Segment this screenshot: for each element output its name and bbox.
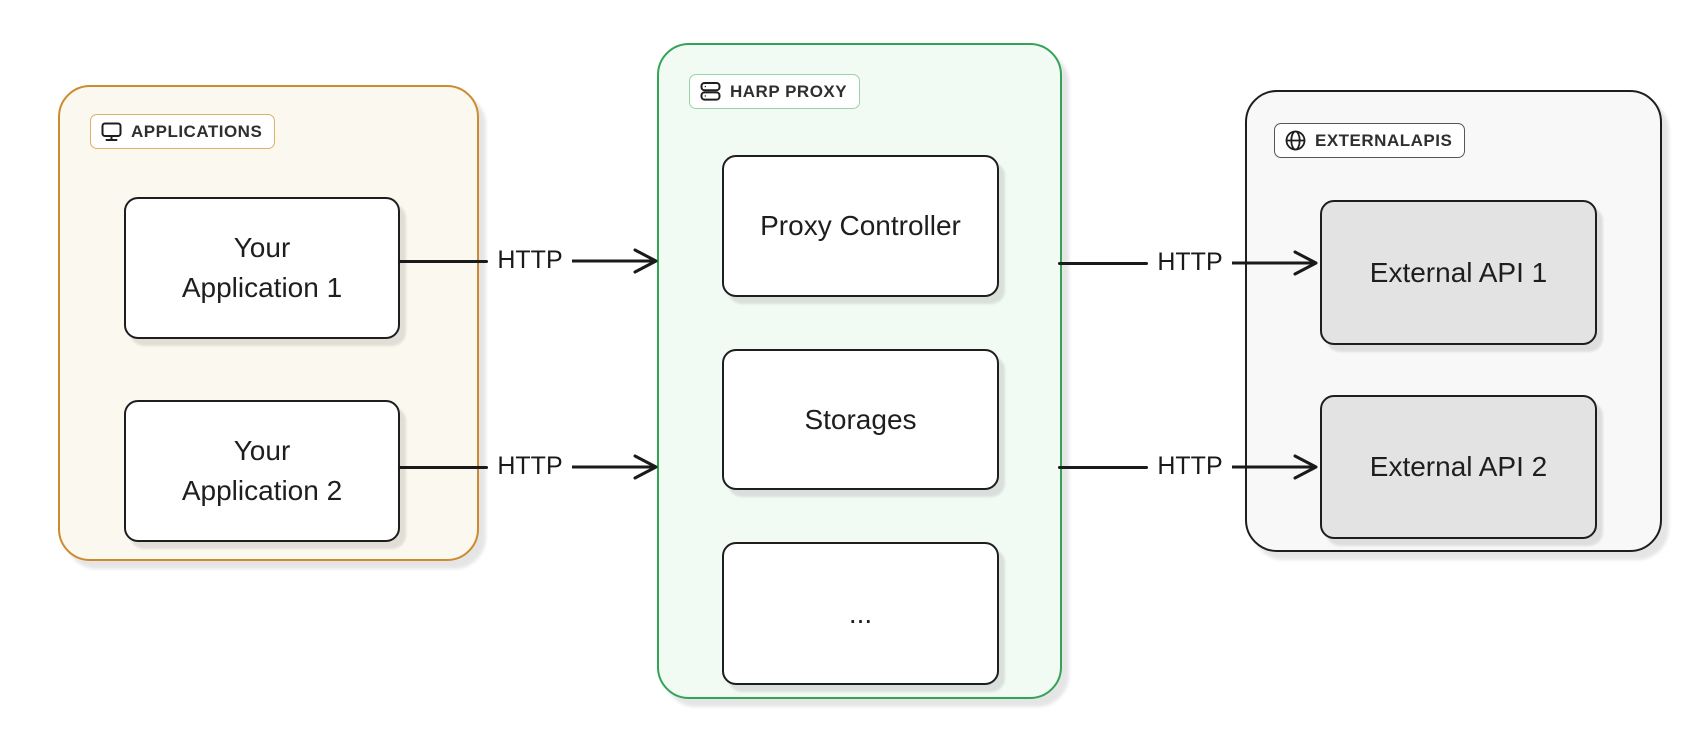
http-label: HTTP <box>497 246 563 274</box>
http-label: HTTP <box>497 452 563 480</box>
arrow-head <box>1232 454 1318 480</box>
applications-badge: APPLICATIONS <box>90 114 276 149</box>
node-ellipsis: ... <box>722 542 999 685</box>
arrow-line <box>398 466 488 469</box>
arrow-line <box>1058 466 1148 469</box>
arrow-head <box>572 248 658 274</box>
server-icon <box>699 80 722 103</box>
arrow-head <box>572 454 658 480</box>
group-label: EXTERNALAPIS <box>1315 130 1453 150</box>
node-label-line: ... <box>848 597 873 629</box>
node-label-line: External API 2 <box>1369 451 1548 483</box>
node-external-api-2: External API 2 <box>1320 395 1597 539</box>
node-your-application-2: Your Application 2 <box>124 400 400 542</box>
node-label-line: External API 1 <box>1369 256 1548 288</box>
group-harp-proxy: HARP PROXY Proxy Controller Storages ... <box>657 43 1062 699</box>
node-your-application-1: Your Application 1 <box>124 197 400 339</box>
group-applications: APPLICATIONS Your Application 1 Your App… <box>58 85 479 561</box>
node-external-api-1: External API 1 <box>1320 200 1597 345</box>
node-storages: Storages <box>722 349 999 490</box>
group-label: HARP PROXY <box>730 81 848 101</box>
node-label-line: Application 1 <box>181 272 343 303</box>
http-label: HTTP <box>1157 248 1223 276</box>
node-label-line: Your <box>233 435 291 467</box>
external-apis-badge: EXTERNALAPIS <box>1274 123 1466 158</box>
node-label-line: Application 2 <box>181 475 343 506</box>
node-proxy-controller: Proxy Controller <box>722 155 999 297</box>
globe-icon <box>1284 129 1307 152</box>
node-label-line: Proxy Controller <box>760 210 961 242</box>
arrow-line <box>398 260 488 263</box>
arrow-line <box>1058 262 1148 265</box>
arrow-head <box>1232 250 1318 276</box>
harp-proxy-badge: HARP PROXY <box>689 74 861 109</box>
node-label-line: Storages <box>804 403 917 435</box>
monitor-icon <box>100 120 123 143</box>
http-label: HTTP <box>1157 452 1223 480</box>
group-external-apis: EXTERNALAPIS External API 1 External API… <box>1245 90 1662 552</box>
group-label: APPLICATIONS <box>131 121 263 141</box>
node-label-line: Your <box>233 232 291 264</box>
